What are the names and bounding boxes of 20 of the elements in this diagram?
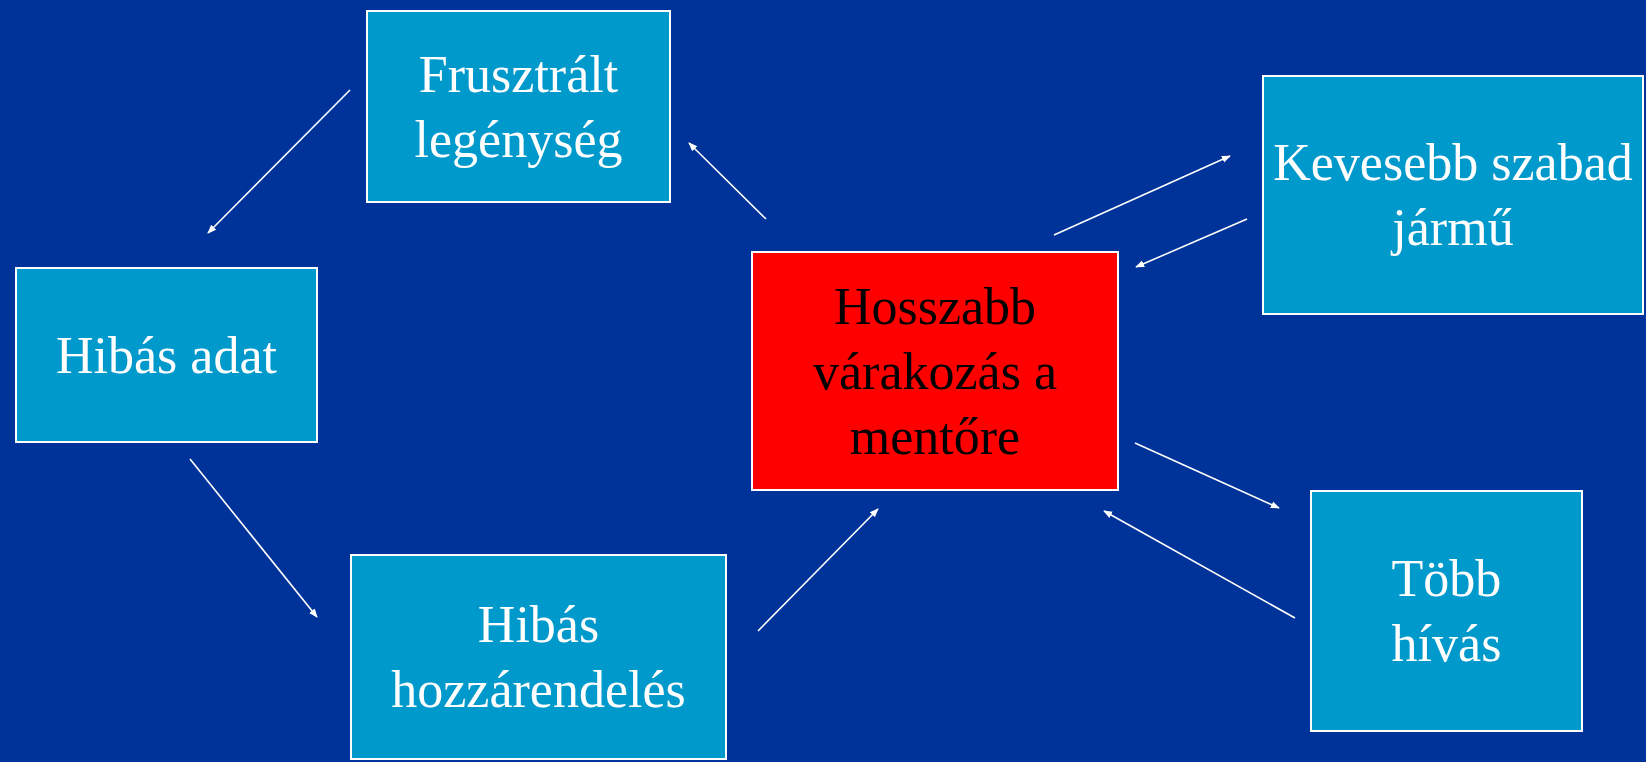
box-label: Frusztrált legénység [413,44,624,170]
arrow [757,508,879,632]
arrow [688,142,767,220]
arrow [1053,155,1231,236]
arrow [207,89,351,234]
process-box [15,267,318,443]
arrow [1135,218,1248,268]
box-label: Több hívás [1390,549,1503,674]
box-label: Kevesebb szabad jármű [1272,133,1634,258]
box-label: Hibás adat [56,325,277,386]
box-label: Hosszabb várakozás a mentőre [812,276,1058,467]
arrow [189,458,318,618]
arrow [1134,442,1280,509]
highlighted-box [751,251,1119,491]
process-box [350,554,727,760]
process-box [1310,490,1583,732]
process-box [366,10,671,203]
process-box [1262,75,1644,315]
box-label: Hibás hozzárendelés [390,595,687,720]
arrow [1103,510,1296,619]
